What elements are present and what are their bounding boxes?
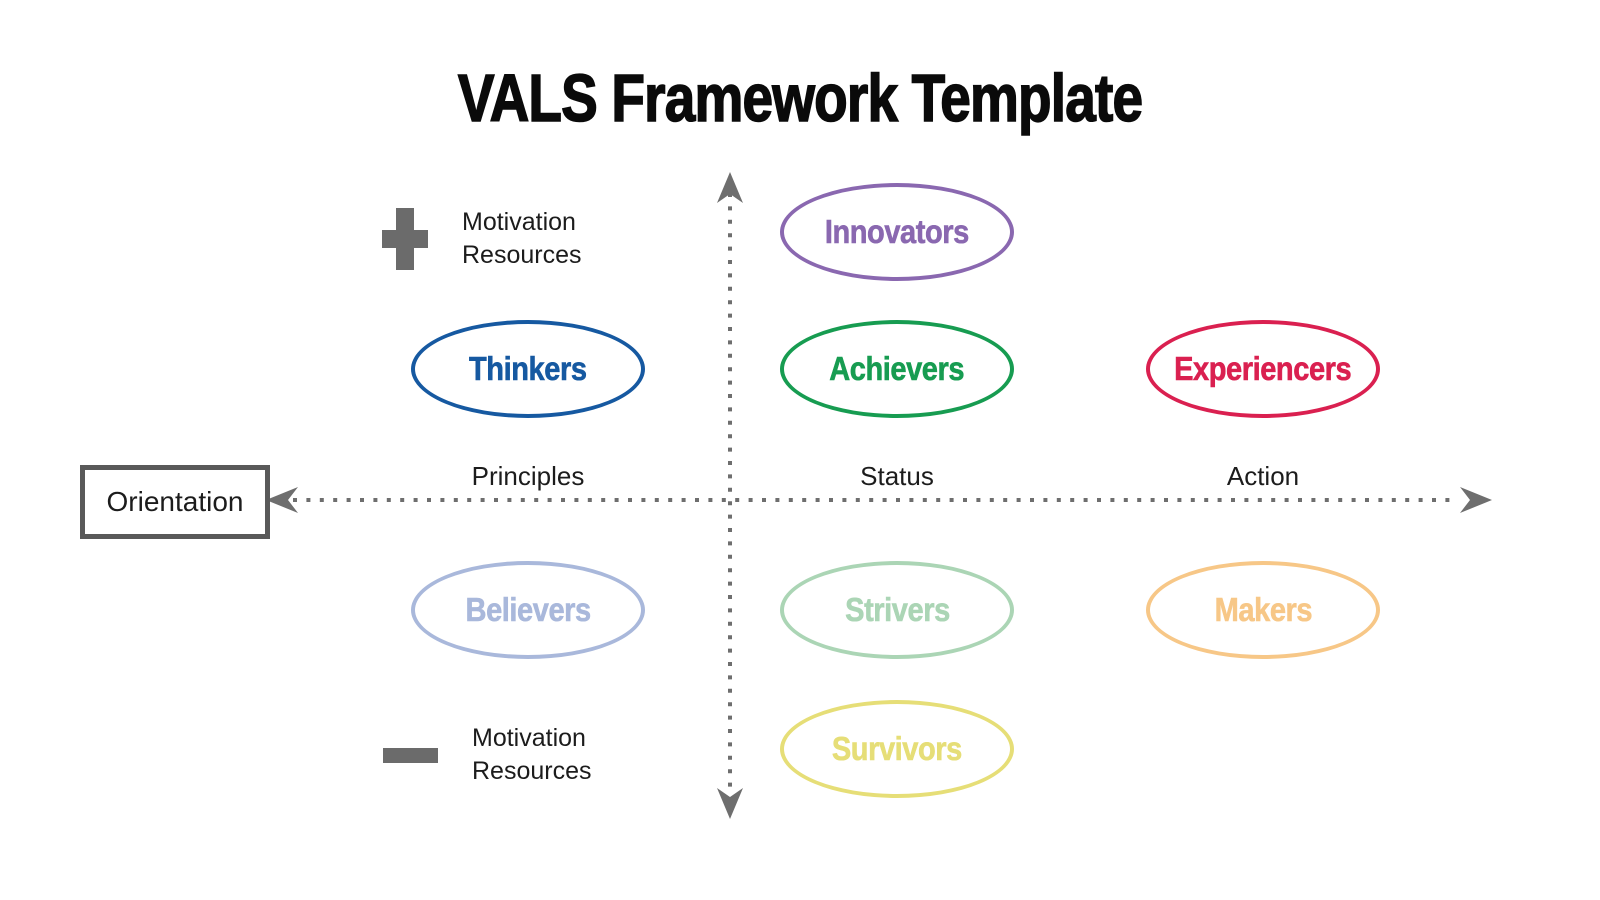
- segment-ellipse-survivors: Survivors: [780, 700, 1014, 798]
- orientation-box: Orientation: [80, 465, 270, 539]
- high-resources-label: Motivation Resources: [462, 208, 582, 269]
- segment-label-believers: Believers: [465, 591, 591, 629]
- segment-label-survivors: Survivors: [831, 730, 963, 768]
- segment-ellipse-achievers: Achievers: [780, 320, 1014, 418]
- page-title: VALS Framework Template: [457, 60, 1143, 137]
- arrow-left-icon: [266, 487, 298, 513]
- segment-ellipse-believers: Believers: [411, 561, 645, 659]
- segment-label-achievers: Achievers: [829, 350, 965, 388]
- arrow-down-icon: [717, 788, 743, 819]
- column-label-action: Action: [1226, 461, 1300, 491]
- segment-label-innovators: Innovators: [824, 213, 970, 251]
- segment-ellipse-innovators: Innovators: [780, 183, 1014, 281]
- plus-icon-horizontal-bar: [382, 230, 428, 248]
- arrow-up-icon: [717, 172, 743, 203]
- segment-ellipse-makers: Makers: [1146, 561, 1380, 659]
- plus-icon: [382, 208, 428, 270]
- column-label-status: Status: [860, 461, 934, 491]
- low-resources-legend: Motivation Resources: [383, 722, 622, 788]
- segment-ellipse-strivers: Strivers: [780, 561, 1014, 659]
- segment-ellipse-thinkers: Thinkers: [411, 320, 645, 418]
- segment-label-makers: Makers: [1214, 591, 1312, 629]
- orientation-label: Orientation: [106, 486, 244, 517]
- column-label-principles: Principles: [471, 461, 585, 491]
- segment-label-strivers: Strivers: [844, 591, 950, 629]
- high-resources-legend: Motivation Resources: [382, 206, 612, 272]
- segment-label-experiencers: Experiencers: [1174, 350, 1352, 388]
- minus-icon: [383, 747, 438, 763]
- arrow-right-icon: [1460, 487, 1492, 513]
- low-resources-label: Motivation Resources: [472, 724, 592, 785]
- segment-label-thinkers: Thinkers: [469, 350, 587, 388]
- segment-ellipse-experiencers: Experiencers: [1146, 320, 1380, 418]
